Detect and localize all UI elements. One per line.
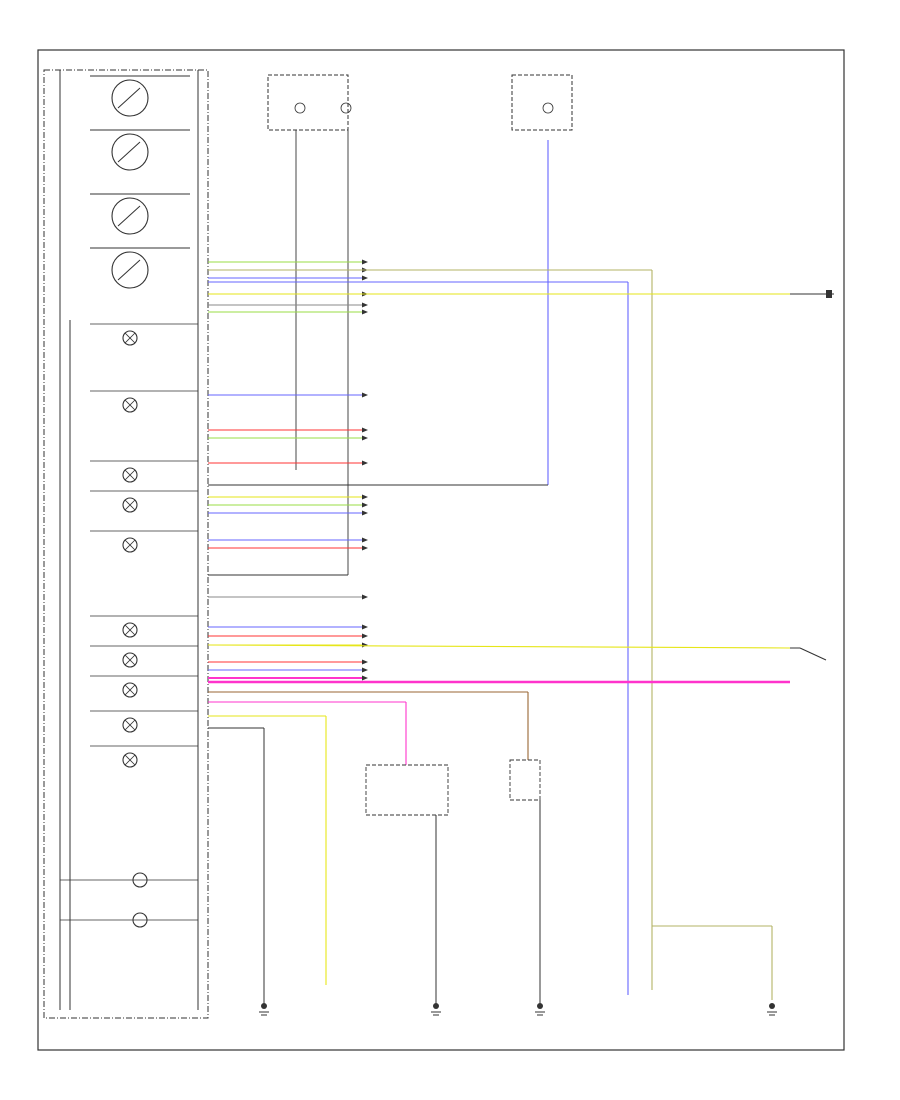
indicator-7-lamp <box>90 645 198 668</box>
ground-3-symbol <box>535 1003 545 1016</box>
connection-wire-18 <box>208 633 368 639</box>
fuel-gauge-gauge <box>90 75 190 117</box>
temperature-gauge-gauge <box>90 129 190 171</box>
connection-wire-16 <box>208 594 368 600</box>
switch-top-right <box>790 647 827 661</box>
gauge-group <box>90 75 190 289</box>
switch-left <box>365 764 449 1005</box>
indicator-1-lamp <box>90 323 198 346</box>
ground-group <box>259 1003 777 1016</box>
connection-wire-1 <box>208 259 368 265</box>
connection-wire-17 <box>208 624 368 630</box>
indicator-group <box>60 323 198 928</box>
ground-2-symbol <box>431 1003 441 1016</box>
connection-wire-6 <box>208 309 368 315</box>
instrument-cluster-outline <box>43 69 209 1019</box>
ground-4-symbol <box>767 1003 777 1016</box>
indicator-9-lamp <box>90 710 198 733</box>
connection-wire-14 <box>208 537 368 543</box>
connection-wire-9 <box>208 435 368 441</box>
connection-wire-11 <box>208 494 368 500</box>
indicator-8-lamp <box>90 675 198 698</box>
connection-wire-12 <box>208 502 368 508</box>
connector-top-right <box>790 290 834 298</box>
connection-wire-5 <box>208 302 368 308</box>
connection-wire-10 <box>208 460 368 466</box>
lower-lamp-1 <box>60 872 198 888</box>
indicator-4-lamp <box>90 490 198 513</box>
switch-right <box>509 759 541 1005</box>
ground-1-symbol <box>259 1003 269 1016</box>
indicator-6-lamp <box>90 615 198 638</box>
indicator-2-lamp <box>90 390 198 413</box>
diagram-border <box>37 49 845 1051</box>
connection-wire-13 <box>208 510 368 516</box>
fuse-block-right <box>511 74 573 131</box>
connection-wire-21 <box>208 667 368 673</box>
indicator-3-lamp <box>90 460 198 483</box>
connection-wire-22 <box>208 675 368 681</box>
wire-group <box>208 259 368 681</box>
speedometer-gauge <box>90 193 190 235</box>
connection-wire-8 <box>208 427 368 433</box>
tachometer-gauge <box>90 247 190 289</box>
lower-lamp-2 <box>60 912 198 928</box>
connection-wire-20 <box>208 659 368 665</box>
connection-wire-7 <box>208 392 368 398</box>
connection-wire-3 <box>208 275 368 281</box>
indicator-5-lamp <box>90 530 198 553</box>
connection-wire-15 <box>208 545 368 551</box>
fuse-block-left <box>208 74 352 576</box>
indicator-10-lamp <box>90 745 198 768</box>
trunk-wires <box>207 140 791 1000</box>
